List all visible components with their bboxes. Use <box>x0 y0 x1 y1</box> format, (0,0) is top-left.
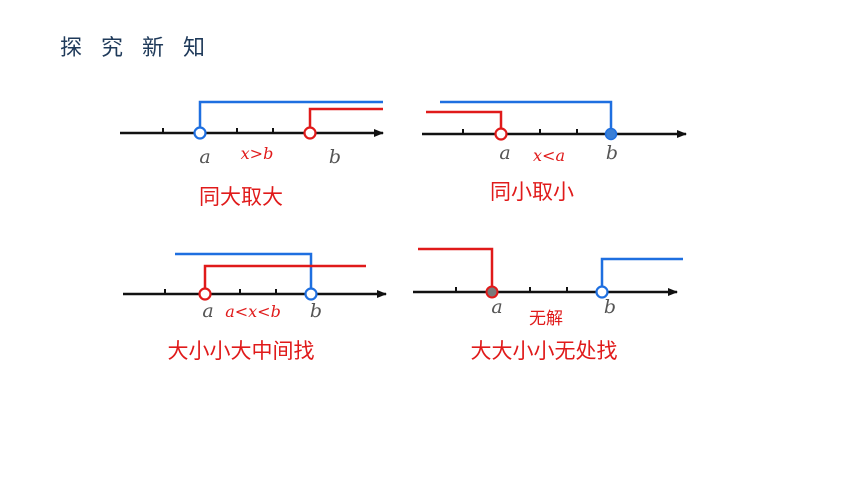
panel-2: a b x<a 同小取小 <box>422 100 687 204</box>
blue-ray-right-from-b <box>600 257 683 292</box>
open-point-b <box>303 126 317 140</box>
label-a: a <box>199 146 210 168</box>
open-point-a <box>198 287 212 301</box>
label-a: a <box>202 300 213 322</box>
red-ray-right-from-a <box>203 264 366 294</box>
panel-4: a b 无解 大大小小无处找 <box>413 247 683 363</box>
rule-text: 同小取小 <box>490 180 574 204</box>
rule-text: 大大小小无处找 <box>471 339 618 363</box>
blue-ray-left-from-b <box>440 100 613 134</box>
condition-label: x>b <box>241 144 274 163</box>
condition-label: a<x<b <box>225 302 281 321</box>
red-ray-right-from-b <box>308 107 383 133</box>
panel-1: a b x>b 同大取大 <box>120 100 384 209</box>
page-title: 探 究 新 知 <box>60 36 211 61</box>
label-b: b <box>606 142 618 164</box>
open-point-b <box>304 287 318 301</box>
open-point-a <box>494 127 508 141</box>
blue-ray-left-from-b <box>175 252 313 294</box>
rule-text: 大小小大中间找 <box>168 339 315 363</box>
open-point-a <box>193 126 207 140</box>
rule-text: 同大取大 <box>199 185 283 209</box>
label-a: a <box>491 296 502 318</box>
filled-point-b <box>604 127 618 141</box>
open-point-b <box>595 285 609 299</box>
filled-point-a <box>485 285 499 299</box>
red-ray-left-from-a <box>418 247 494 292</box>
label-a: a <box>499 142 510 164</box>
label-b: b <box>329 146 341 168</box>
blue-ray-right-from-a <box>198 100 383 133</box>
label-b: b <box>604 296 616 318</box>
red-ray-left-from-a <box>426 110 503 134</box>
condition-label: x<a <box>533 146 565 165</box>
condition-label: 无解 <box>529 309 563 329</box>
panel-3: a b a<x<b 大小小大中间找 <box>123 252 387 363</box>
label-b: b <box>310 300 322 322</box>
